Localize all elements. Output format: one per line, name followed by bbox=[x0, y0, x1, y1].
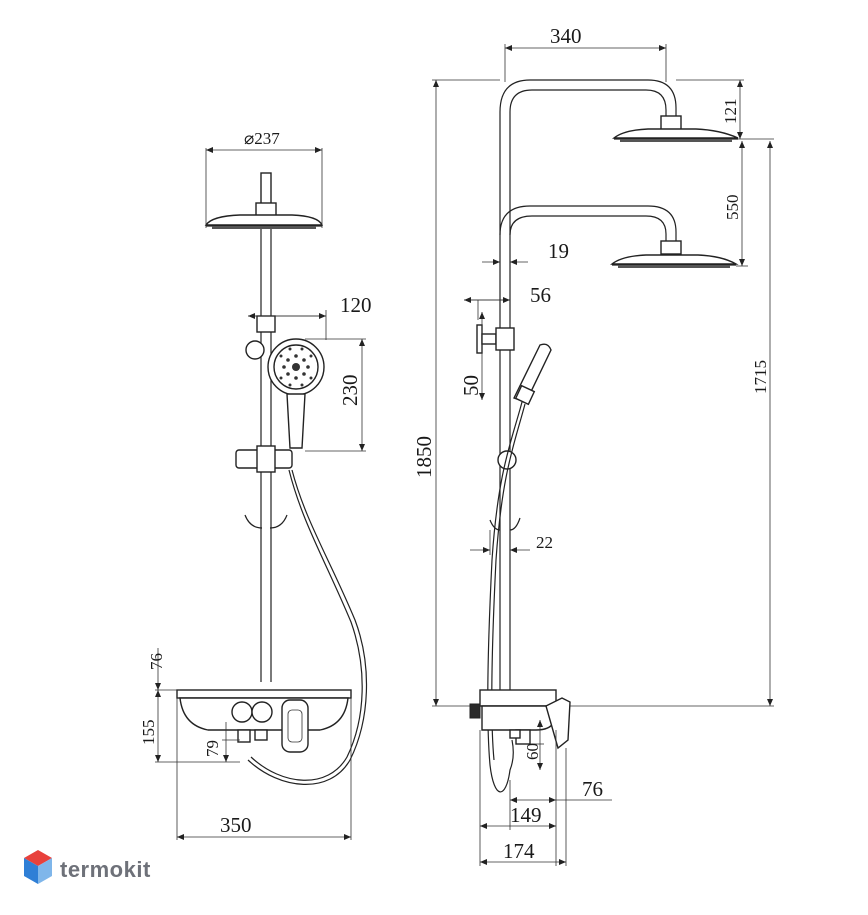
label-heads-distance: 550 bbox=[723, 195, 742, 221]
logo-wordmark: termokit bbox=[60, 857, 151, 882]
label-head-diameter: ⌀237 bbox=[244, 129, 280, 148]
dim-pipe-offset: 19 bbox=[482, 239, 569, 265]
label-outlet-height: 79 bbox=[203, 740, 222, 757]
label-head-spacing: 1715 bbox=[751, 360, 770, 394]
label-spout-height: 60 bbox=[523, 743, 542, 760]
label-shelf-height: 155 bbox=[139, 720, 158, 746]
label-head-drop: 121 bbox=[721, 99, 740, 125]
dim-head-diameter: ⌀237 bbox=[205, 129, 323, 228]
dim-total-height: 1850 bbox=[412, 79, 500, 707]
dim-arm-length: 340 bbox=[504, 24, 667, 82]
label-pipe-offset: 19 bbox=[548, 239, 569, 263]
dim-head-spacing: 1715 bbox=[556, 141, 774, 707]
label-total-height: 1850 bbox=[412, 436, 436, 478]
front-shelf bbox=[176, 689, 352, 753]
side-wall-bracket: 56 50 bbox=[459, 283, 551, 400]
dim-spout-height: 60 bbox=[523, 720, 544, 770]
front-rain-head bbox=[204, 172, 324, 229]
label-hook-offset: 22 bbox=[536, 533, 553, 552]
label-bracket-height: 50 bbox=[459, 375, 483, 396]
dim-hook-offset: 22 bbox=[470, 530, 553, 555]
label-shelf-top: 76 bbox=[147, 653, 166, 670]
side-mixer bbox=[469, 689, 571, 750]
dim-shelf-width: 350 bbox=[176, 698, 352, 840]
dim-handshower: 120 230 bbox=[248, 293, 372, 452]
front-view: ⌀237 bbox=[139, 129, 372, 840]
label-total-depth: 174 bbox=[503, 839, 535, 863]
dim-heads-distance: 550 bbox=[723, 138, 774, 267]
label-mixer-depth: 149 bbox=[510, 803, 542, 827]
label-shelf-width: 350 bbox=[220, 813, 252, 837]
side-lower-arm bbox=[499, 205, 739, 268]
side-view: 340 121 550 1715 1850 bbox=[412, 24, 774, 866]
front-handshower bbox=[235, 338, 325, 473]
side-upper-arm bbox=[499, 79, 739, 698]
cube-icon bbox=[24, 850, 52, 884]
label-arm-length: 340 bbox=[550, 24, 582, 48]
label-spout-depth: 76 bbox=[582, 777, 603, 801]
termokit-logo: termokit bbox=[24, 850, 151, 884]
front-hose bbox=[247, 469, 368, 785]
dim-head-drop: 121 bbox=[676, 79, 744, 139]
dim-shelf-left: 76 155 79 bbox=[139, 648, 240, 763]
front-hooks bbox=[244, 514, 288, 529]
label-handshower-height: 230 bbox=[338, 375, 362, 407]
dim-side-depths: 76 149 174 bbox=[479, 730, 612, 866]
label-bracket-depth: 56 bbox=[530, 283, 551, 307]
label-handshower-offset: 120 bbox=[340, 293, 372, 317]
side-hooks bbox=[489, 517, 521, 531]
